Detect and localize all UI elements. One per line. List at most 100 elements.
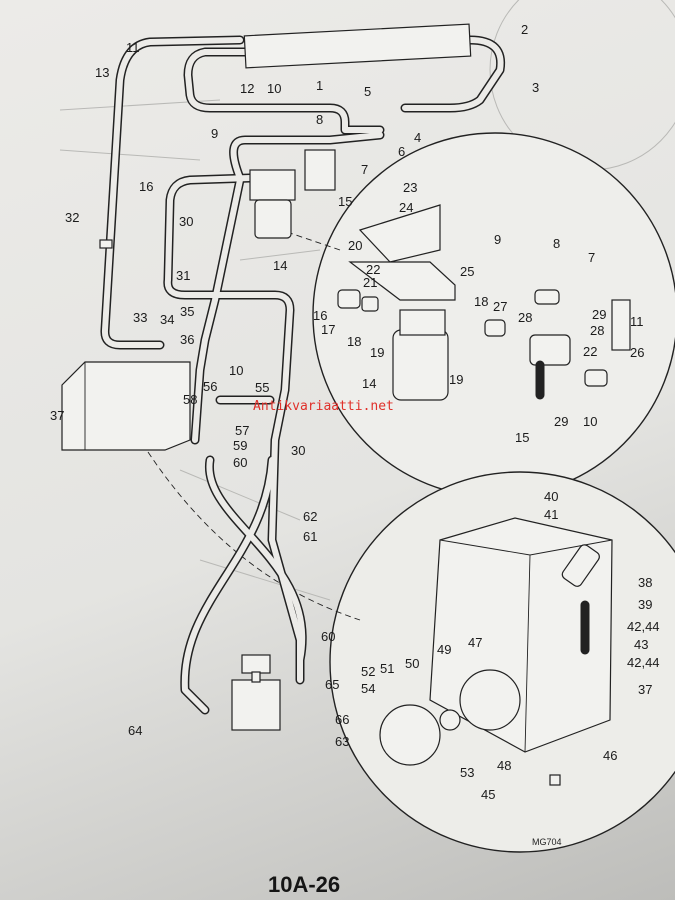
callout-main: 1 (316, 78, 323, 93)
callout-tank-inset: 40 (544, 489, 558, 504)
callout-main: 3 (532, 80, 539, 95)
callout-main: 60 (233, 455, 247, 470)
figure-code: MG704 (532, 837, 562, 847)
filter-bowl (254, 199, 292, 239)
callout-tank-inset: 54 (361, 681, 375, 696)
callout-filter-inset: 7 (588, 250, 595, 265)
callout-filter-inset: 17 (321, 322, 335, 337)
callout-main: 5 (364, 84, 371, 99)
callout-main: 16 (139, 179, 153, 194)
filter-inset-parts (337, 204, 631, 401)
callout-tank-inset: 48 (497, 758, 511, 773)
callout-main: 61 (303, 529, 317, 544)
callout-filter-inset: 8 (553, 236, 560, 251)
callout-filter-inset: 21 (363, 275, 377, 290)
callout-filter-inset: 22 (366, 262, 380, 277)
callout-main: 57 (235, 423, 249, 438)
filter-head (249, 169, 296, 201)
callout-main: 56 (203, 379, 217, 394)
callout-main: 64 (128, 723, 142, 738)
callout-main: 31 (176, 268, 190, 283)
valve-block (529, 334, 571, 366)
callout-tank-inset: 38 (638, 575, 652, 590)
callout-filter-inset: 14 (362, 376, 376, 391)
main-components (61, 23, 472, 731)
callout-tank-inset: 42,44 (627, 619, 660, 634)
callout-main: 34 (160, 312, 174, 327)
callout-filter-inset: 24 (399, 200, 413, 215)
callout-main: 11 (126, 40, 140, 55)
callout-main: 12 (240, 81, 254, 96)
callout-filter-inset: 27 (493, 299, 507, 314)
pipe-clip (99, 239, 113, 249)
callout-filter-inset: 10 (583, 414, 597, 429)
callout-filter-inset: 9 (494, 232, 501, 247)
callout-tank-inset: 45 (481, 787, 495, 802)
callout-main: 32 (65, 210, 79, 225)
callout-filter-inset: 26 (630, 345, 644, 360)
callout-main: 65 (325, 677, 339, 692)
callout-main: 4 (414, 130, 421, 145)
tee-valve-block (304, 149, 336, 191)
suction-flange (459, 669, 521, 731)
callout-main: 10 (267, 81, 281, 96)
filler-breather (561, 544, 600, 587)
filter-element (392, 329, 449, 401)
callout-tank-inset: 42,44 (627, 655, 660, 670)
callout-main: 36 (180, 332, 194, 347)
callout-filter-inset: 19 (449, 372, 463, 387)
callout-filter-inset: 28 (518, 310, 532, 325)
page-number: 10A-26 (268, 872, 340, 897)
cover-plate (379, 704, 441, 766)
callout-main: 14 (273, 258, 287, 273)
callout-tank-inset: 47 (468, 635, 482, 650)
callout-main: 58 (183, 392, 197, 407)
callout-main: 6 (398, 144, 405, 159)
pump-cap (241, 654, 271, 674)
callout-filter-inset: 20 (348, 238, 362, 253)
mounting-bracket (358, 204, 441, 263)
callout-main: 15 (338, 194, 352, 209)
callout-main: 13 (95, 65, 109, 80)
callout-main: 30 (179, 214, 193, 229)
callout-main: 35 (180, 304, 194, 319)
callout-tank-inset: 53 (460, 765, 474, 780)
callout-filter-inset: 19 (370, 345, 384, 360)
callout-main: 8 (316, 112, 323, 127)
callout-tank-inset: 41 (544, 507, 558, 522)
callout-main: 62 (303, 509, 317, 524)
callout-tank-inset: 49 (437, 642, 451, 657)
pump-body (231, 679, 281, 731)
tank-inset-parts (379, 517, 613, 786)
callout-filter-inset: 16 (313, 308, 327, 323)
callout-filter-inset: 18 (474, 294, 488, 309)
callout-main: 9 (211, 126, 218, 141)
callout-filter-inset: 25 (460, 264, 474, 279)
callout-main: 10 (229, 363, 243, 378)
callout-main: 2 (521, 22, 528, 37)
callout-tank-inset: 51 (380, 661, 394, 676)
callout-main: 60 (321, 629, 335, 644)
callout-main: 30 (291, 443, 305, 458)
callout-tank-inset: 39 (638, 597, 652, 612)
callout-main: 63 (335, 734, 349, 749)
callout-main: 7 (361, 162, 368, 177)
callout-main: 59 (233, 438, 247, 453)
callout-main: 66 (335, 712, 349, 727)
reservoir-tank (61, 361, 191, 451)
callout-tank-inset: 37 (638, 682, 652, 697)
callout-filter-inset: 18 (347, 334, 361, 349)
callout-filter-inset: 28 (590, 323, 604, 338)
callout-main: 37 (50, 408, 64, 423)
callout-tank-inset: 43 (634, 637, 648, 652)
main-pipework (100, 35, 506, 715)
callout-tank-inset: 52 (361, 664, 375, 679)
callout-filter-inset: 23 (403, 180, 417, 195)
callout-main: 55 (255, 380, 269, 395)
callout-tank-inset: 50 (405, 656, 419, 671)
callout-filter-inset: 29 (554, 414, 568, 429)
callout-filter-inset: 22 (583, 344, 597, 359)
